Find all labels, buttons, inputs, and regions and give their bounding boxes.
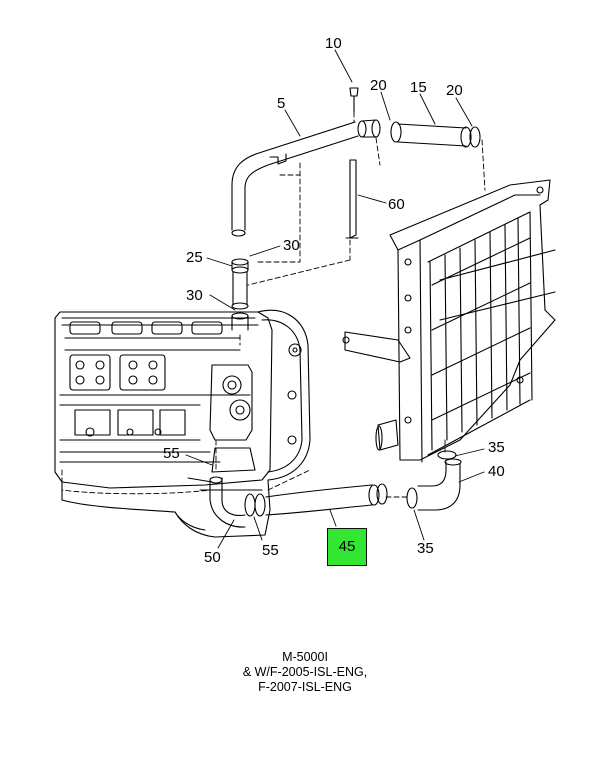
alignment-lines — [61, 111, 486, 498]
hose-connector-25 — [231, 258, 249, 331]
upper-hose-assembly — [357, 119, 481, 148]
caption-line-3: F-2007-ISL-ENG — [258, 680, 352, 694]
callout-10: 10 — [325, 35, 342, 52]
highlighted-part-label: 45 — [338, 538, 356, 555]
callout-25: 25 — [186, 249, 203, 266]
bracket-60 — [345, 159, 359, 239]
caption-line-2: & W/F-2005-ISL-ENG, — [242, 665, 368, 679]
callout-60: 60 — [388, 196, 405, 213]
engine-block — [54, 309, 311, 538]
highlighted-part-45[interactable]: 45 — [327, 528, 367, 566]
radiator — [342, 179, 556, 463]
callout-40: 40 — [488, 463, 505, 480]
callout-15: 15 — [410, 79, 427, 96]
callout-50: 50 — [204, 549, 221, 566]
upper-coolant-pipe — [231, 121, 359, 237]
lower-coolant-hose — [209, 450, 462, 528]
callout-55-left: 55 — [163, 445, 180, 462]
leader-lines — [185, 49, 485, 549]
callouts: 10 20 15 20 5 60 25 30 30 35 40 55 55 50… — [163, 35, 505, 566]
callout-30-lower: 30 — [186, 287, 203, 304]
callout-55-bottom: 55 — [262, 542, 279, 559]
caption-line-1: M-5000I — [282, 650, 328, 664]
callout-20-right: 20 — [446, 82, 463, 99]
callout-35-upper: 35 — [488, 439, 505, 456]
callout-20-left: 20 — [370, 77, 387, 94]
callout-30-upper: 30 — [283, 237, 300, 254]
bolt-10 — [349, 87, 359, 113]
callout-35-lower: 35 — [417, 540, 434, 557]
callout-5: 5 — [277, 95, 285, 112]
